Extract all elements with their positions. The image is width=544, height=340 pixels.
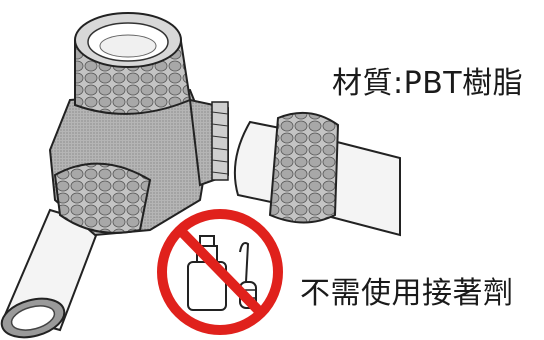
threaded-end (188, 98, 229, 187)
tee-fitting-body (48, 88, 212, 237)
detached-pipe-with-nut (233, 111, 401, 237)
no-adhesive-prohibition-icon (157, 209, 283, 335)
no-adhesive-caption: 不需使用接著劑 (300, 276, 514, 311)
material-caption: 材質:PBT樹脂 (332, 66, 524, 101)
top-socket-nut (74, 12, 192, 115)
lower-left-pipe (0, 208, 102, 339)
